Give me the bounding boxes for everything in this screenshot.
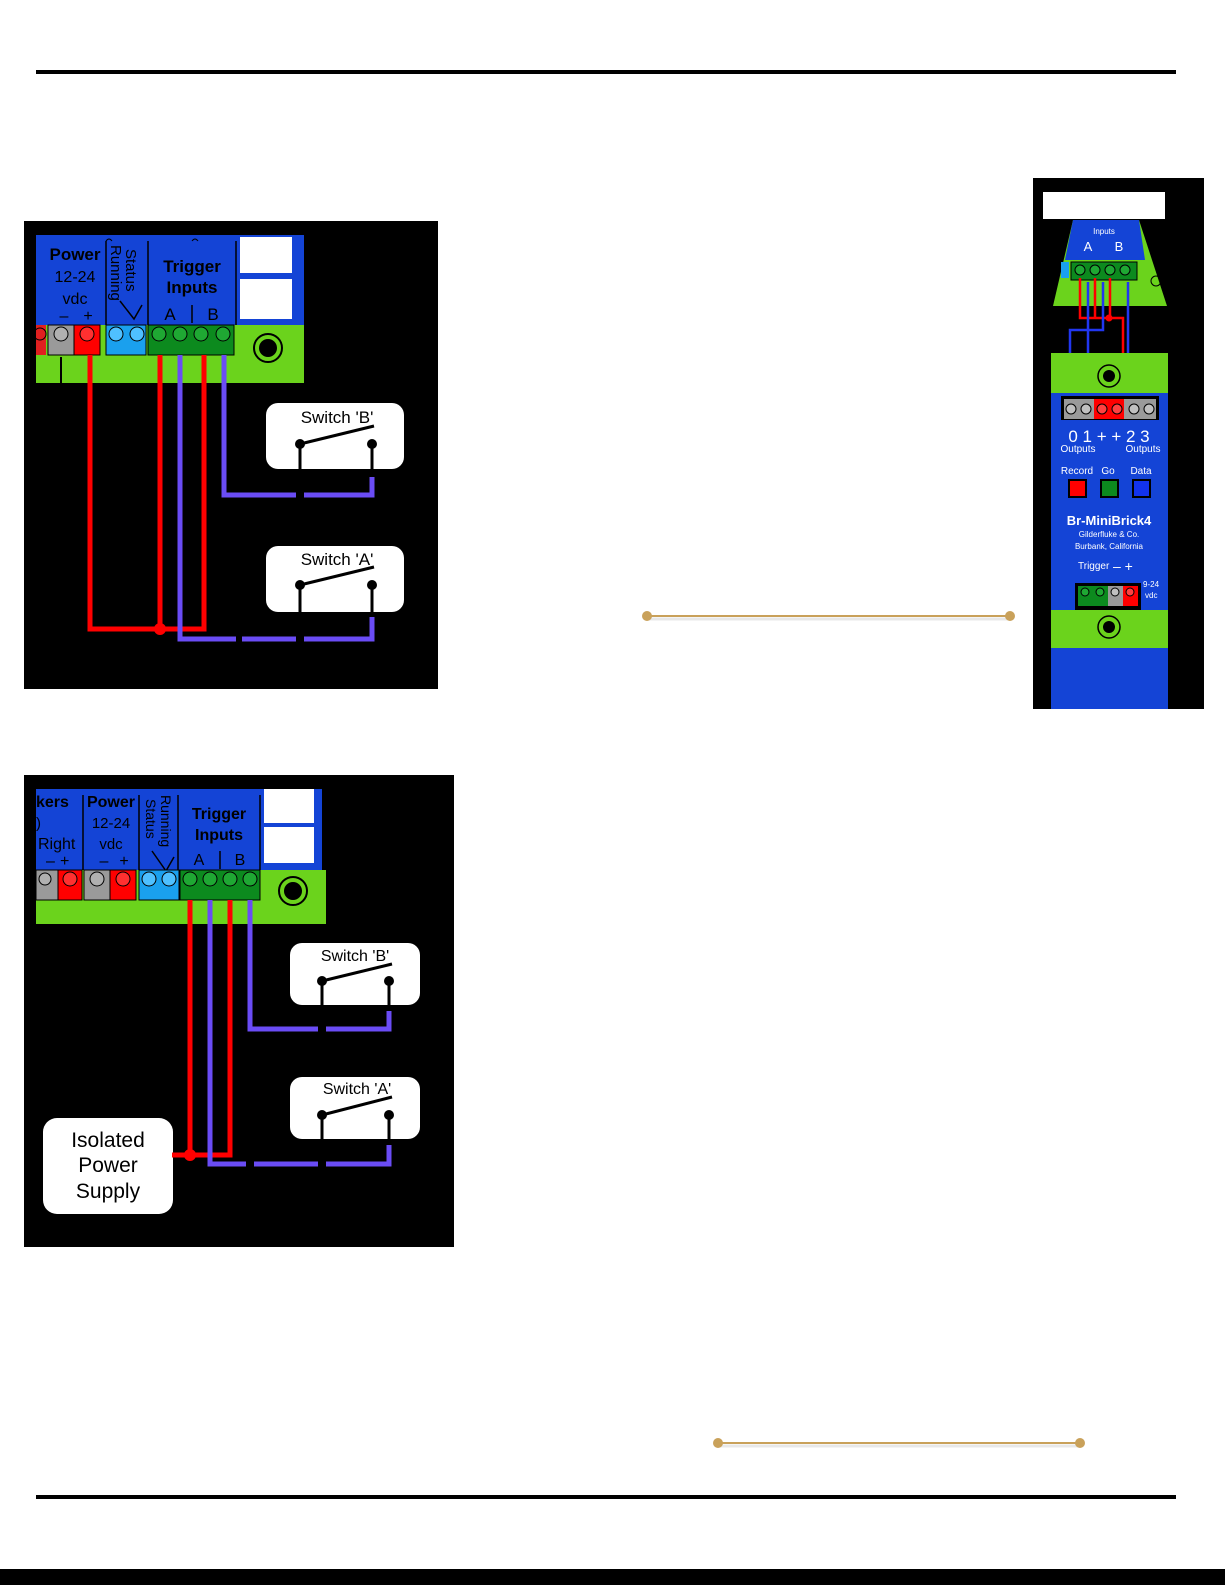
output-numbers: 0 1 + + 2 3 [1068, 427, 1149, 446]
minibrick-svg: Inputs A B ' 0 1 + + 2 3 [1043, 192, 1168, 823]
blank-label-box [240, 237, 292, 273]
power-header: Power [87, 794, 135, 811]
trigger-label: Trigger [1078, 561, 1110, 572]
stray-mark: ' [1043, 330, 1045, 341]
blank-label-box [264, 827, 314, 863]
wiring-diagram-1: Power 12-24 vdc – + Running Status Trigg… [24, 221, 438, 693]
wiring-diagram-2-svg: kers ) Right – + Power 12-24 vdc – + Run… [35, 789, 420, 1214]
speaker-plus: + [60, 853, 69, 870]
inputs-header: Inputs [195, 827, 243, 844]
divider-line [642, 611, 1015, 621]
status-label: Status [143, 799, 159, 839]
trigger-header: Trigger [192, 806, 246, 823]
input-a-label: A [194, 852, 205, 869]
blank-label-box [264, 789, 314, 823]
led-data-label: Data [1130, 466, 1152, 477]
divider-line [713, 1438, 1085, 1448]
wiring-diagram-2: kers ) Right – + Power 12-24 vdc – + Run… [24, 775, 454, 1247]
led-record [1068, 479, 1087, 498]
input-a-label: A [164, 305, 176, 324]
input-wire-a [177, 355, 375, 642]
supply-label-line2: Power [78, 1154, 138, 1177]
top-rule [36, 70, 1176, 74]
switch-b-label: Switch 'B' [321, 948, 389, 965]
power-wire-red [87, 355, 207, 632]
inputs-header: Inputs [167, 278, 218, 297]
led-go [1100, 479, 1119, 498]
vdc-label: vdc [99, 836, 123, 853]
maker-name: Gilderfluke & Co. [1079, 530, 1139, 539]
voltage-label: 9-24 [1143, 580, 1160, 589]
led-record-label: Record [1061, 466, 1093, 477]
voltage-label: 12-24 [55, 269, 96, 286]
running-label: Running [107, 245, 124, 301]
outputs-left-label: Outputs [1060, 444, 1095, 455]
trigger-header: Trigger [163, 257, 221, 276]
brand-name: Br-MiniBrick4 [1067, 513, 1152, 528]
speakers-header: kers [36, 794, 69, 811]
inputs-label: Inputs [1093, 227, 1115, 236]
plus-label: + [83, 308, 92, 325]
trigger-polarity: – + [1113, 558, 1133, 574]
input-wire-a [207, 900, 392, 1167]
vdc-label: vdc [63, 291, 88, 308]
led-go-label: Go [1101, 466, 1115, 477]
input-a-label: A [1084, 239, 1093, 254]
supply-label-line3: Supply [76, 1180, 141, 1203]
speaker-minus: – [46, 853, 55, 870]
bottom-rule [36, 1495, 1176, 1499]
isolated-power-supply [43, 1118, 173, 1214]
supply-label-line1: Isolated [71, 1129, 145, 1152]
input-b-label: B [1115, 239, 1124, 254]
maker-location: Burbank, California [1075, 542, 1144, 551]
running-label: Running [158, 795, 174, 847]
power-header: Power [49, 245, 100, 264]
power-wire-red [172, 900, 193, 1158]
switch-b-label: Switch 'B' [301, 408, 374, 427]
input-b-label: B [207, 305, 218, 324]
right-label: Right [38, 836, 76, 853]
led-data [1132, 479, 1151, 498]
running-status-arrow [119, 300, 143, 321]
switch-a-label: Switch 'A' [323, 1081, 391, 1098]
vdc-label: vdc [1145, 591, 1157, 600]
ohm-label: ) [36, 815, 41, 832]
input-b-label: B [235, 852, 246, 869]
minibrick-panel: Inputs A B ' 0 1 + + 2 3 [1033, 178, 1204, 823]
blank-label-box [240, 279, 292, 319]
blank-label-box [1043, 192, 1165, 219]
status-label: Status [122, 249, 139, 292]
switch-a-label: Switch 'A' [301, 550, 374, 569]
stray-label: g [370, 678, 377, 689]
wiring-diagram-1-svg: Power 12-24 vdc – + Running Status Trigg… [33, 235, 404, 693]
voltage-label: 12-24 [92, 815, 130, 832]
power-minus: – [100, 853, 109, 870]
outputs-right-label: Outputs [1125, 444, 1160, 455]
minus-label: – [60, 308, 69, 325]
bottom-strip [0, 1569, 1225, 1585]
power-plus: + [119, 853, 128, 870]
